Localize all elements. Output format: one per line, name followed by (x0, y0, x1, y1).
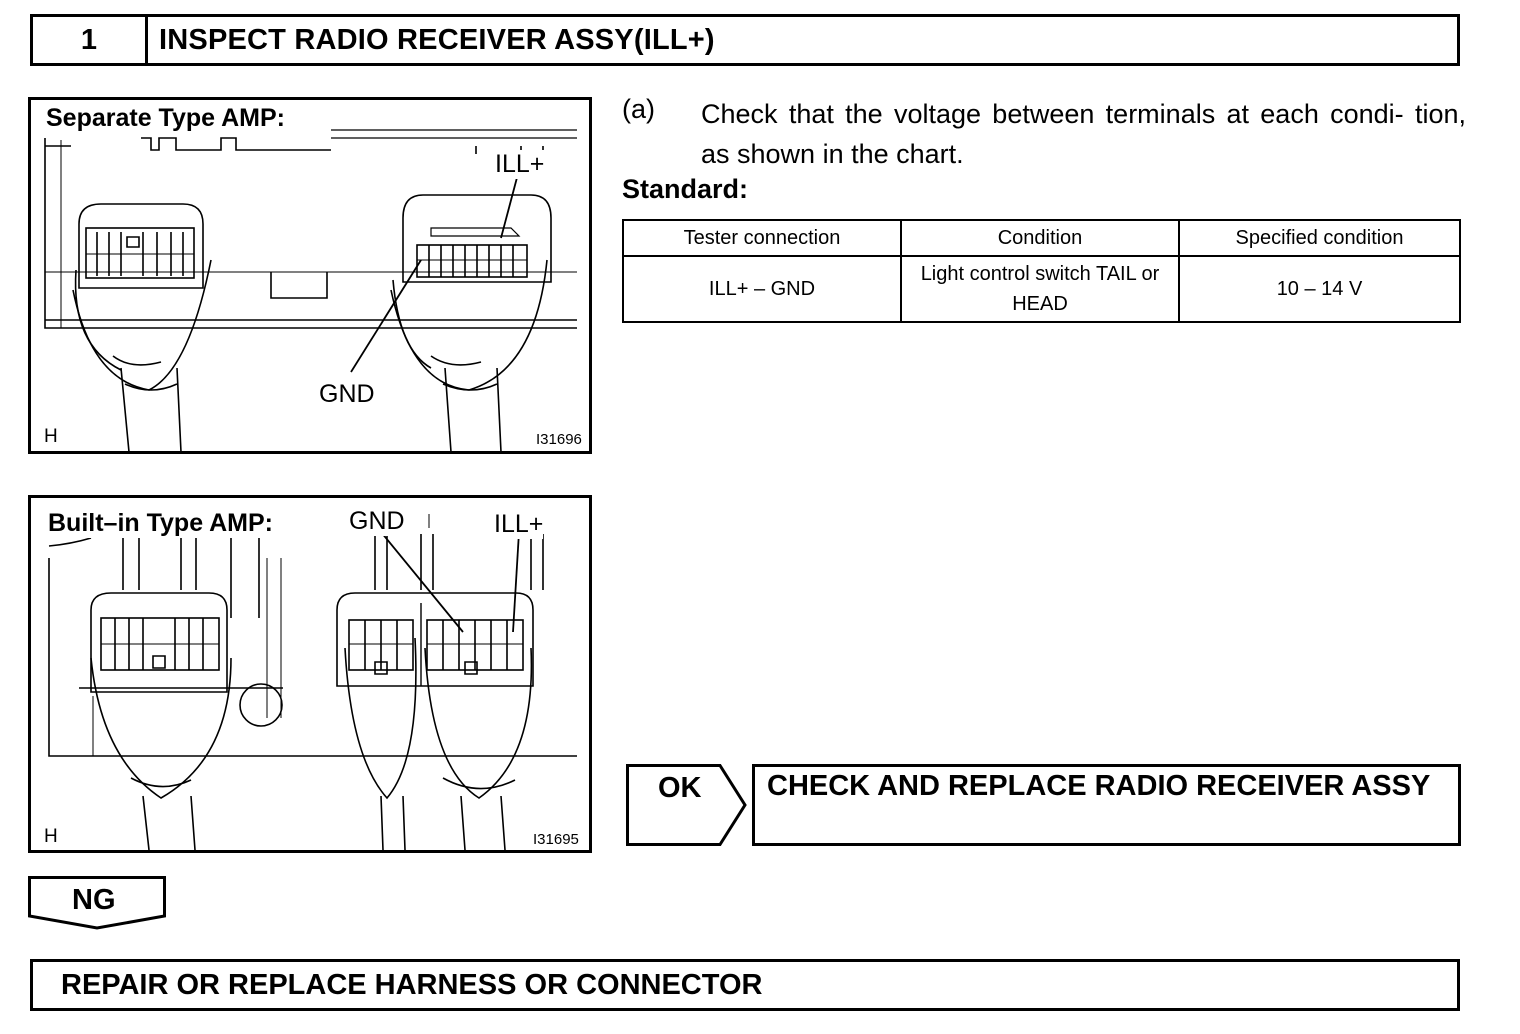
step-header: 1 INSPECT RADIO RECEIVER ASSY(ILL+) (30, 14, 1460, 66)
built-in-type-amp-illustration (48, 514, 577, 850)
standard-label: Standard: (622, 174, 749, 204)
figure-corner-mark: H (44, 826, 58, 847)
ng-result-box: REPAIR OR REPLACE HARNESS OR CONNECTOR (30, 959, 1460, 1011)
separate-type-amp-illustration (44, 129, 577, 451)
step-title: INSPECT RADIO RECEIVER ASSY(ILL+) (159, 23, 715, 56)
gnd-label: GND (319, 380, 375, 409)
table-header-cell: Specified condition (1178, 219, 1461, 257)
ill-plus-label: ILL+ (494, 510, 544, 539)
table-cell: ILL+ – GND (622, 255, 902, 323)
table-cell: Light control switch TAIL or HEAD (900, 255, 1180, 323)
figure-title: Separate Type AMP: (46, 104, 291, 133)
table-header-cell: Tester connection (622, 219, 902, 257)
built-in-type-amp-figure: Built–in Type AMP: GND ILL+ H I31695 (28, 495, 592, 853)
ok-result-text: CHECK AND REPLACE RADIO RECEIVER ASSY (767, 770, 1431, 802)
table-header-cell: Condition (900, 219, 1180, 257)
figure-id: I31696 (536, 431, 582, 448)
ok-label: OK (658, 772, 702, 804)
spec-table: Tester connection Condition Specified co… (622, 219, 1461, 323)
separate-type-amp-figure: Separate Type AMP: ILL+ GND H I31696 (28, 97, 592, 454)
gnd-label: GND (349, 507, 405, 536)
table-row: ILL+ – GND Light control switch TAIL or … (622, 255, 1461, 323)
table-cell: 10 – 14 V (1178, 255, 1461, 323)
ng-label: NG (72, 884, 116, 916)
ng-arrow-box (28, 876, 166, 930)
instruction-text: Check that the voltage between terminals… (701, 99, 1466, 169)
figure-title: Built–in Type AMP: (48, 509, 279, 538)
instruction-marker: (a) (622, 94, 655, 124)
ok-arrow-box (626, 764, 747, 846)
figure-id: I31695 (533, 831, 579, 848)
ng-result-text: REPAIR OR REPLACE HARNESS OR CONNECTOR (61, 968, 763, 1001)
ill-plus-label: ILL+ (495, 150, 545, 179)
figure-corner-mark: H (44, 426, 58, 447)
step-number: 1 (33, 17, 148, 63)
table-header-row: Tester connection Condition Specified co… (622, 219, 1461, 257)
ok-result-box: CHECK AND REPLACE RADIO RECEIVER ASSY (752, 764, 1461, 846)
